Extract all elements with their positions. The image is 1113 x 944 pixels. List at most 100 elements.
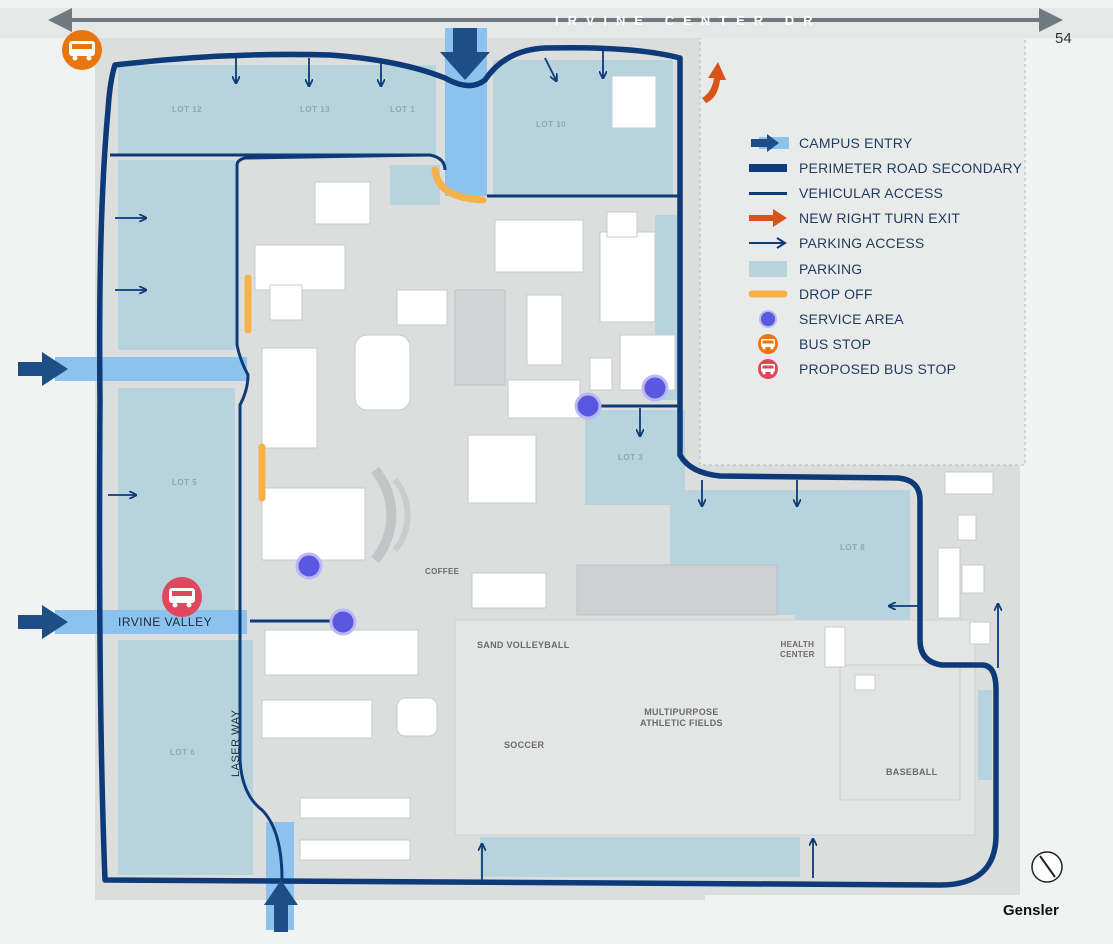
building [606,211,638,238]
building [957,514,977,541]
building [611,75,657,129]
campus-entry-arrow-south [264,880,298,932]
campus-entry-arrows [18,28,490,932]
entry-band-west-upper [55,357,247,381]
lot-label-6: LOT 6 [170,748,196,757]
plaza [454,289,506,386]
lot-label-5: LOT 5 [172,478,198,487]
bus-wheel [72,55,78,61]
vehicular-access-roads [110,153,680,881]
legend-item-perimeter-road: PERIMETER ROAD SECONDARY [745,155,1022,180]
legend-item-parking: PARKING [745,256,1022,281]
brand-logo: Gensler [1003,902,1059,919]
service-area [574,392,602,420]
amphitheater-inner [392,478,411,552]
bus-stop-icon [758,334,778,355]
legend-item-bus-stop: BUS STOP [745,332,1022,357]
service-areas [295,374,669,636]
drop-off-icon [748,290,788,298]
parking-lot-6 [118,640,253,875]
drop-off-zones [244,166,487,502]
area-label-health-center: HEALTH CENTER [780,640,815,659]
legend-label: PERIMETER ROAD SECONDARY [799,159,1023,176]
entry-band-irvine-valley [55,610,247,634]
building [969,621,991,645]
right-turn-exit-icon [749,209,787,228]
perimeter-road [96,44,999,888]
legend-item-drop-off: DROP OFF [745,281,1022,306]
bus-wheel [186,602,192,608]
legend-label: SERVICE AREA [799,310,904,327]
building [854,674,876,691]
bus-window [72,44,92,49]
building [396,697,438,737]
area-label-baseball: BASEBALL [886,767,938,777]
service-area [329,608,357,636]
perimeter-road-icon [749,163,787,172]
street-label-laser-way: LASER WAY [230,709,242,777]
parking-south [480,837,800,877]
tennis-courts [576,564,778,616]
building [494,219,584,273]
irvine-center-dr-road [0,8,1113,38]
area-label-coffee: COFFEE [425,567,460,576]
campus-entry-arrow-irvine-valley [18,605,68,639]
north-arrow-needle [1039,855,1056,878]
neighboring-area [700,35,1025,465]
parking-access-arrow [544,57,556,80]
street-label-irvine-valley: IRVINE VALLEY [118,615,213,629]
amphitheater [371,466,397,564]
campus-entry-arrow-north [440,28,490,80]
building [314,181,371,225]
service-area [295,552,323,580]
legend-label: DROP OFF [799,285,873,302]
parking-access-arrows [108,50,998,883]
legend-item-proposed-bus-stop: PROPOSED BUS STOP [745,357,1022,382]
building [261,699,373,739]
legend: CAMPUS ENTRY PERIMETER ROAD SECONDARY VE… [745,130,1022,382]
parking-areas [118,60,992,877]
legend-label: CAMPUS ENTRY [799,134,913,151]
legend-item-service-area: SERVICE AREA [745,306,1022,331]
building [254,244,346,291]
building [396,289,448,326]
building [824,626,846,668]
building [261,487,366,561]
north-arrow-icon [1031,851,1063,883]
service-area [641,374,669,402]
lot-label-8: LOT 8 [840,543,866,552]
bus-window [172,591,192,596]
building [354,334,411,411]
proposed-bus-stop-icon [758,359,778,380]
bus-stop-icon [62,30,102,70]
building [937,547,961,619]
parking-access-icon [749,237,787,250]
legend-label: BUS STOP [799,336,872,353]
service-area-icon [759,309,777,328]
parking-lot-12-13-1 [118,65,436,155]
lot-label-1: LOT 1 [390,105,416,114]
area-label-soccer: SOCCER [504,740,545,750]
parking-lot-5 [118,388,235,613]
legend-item-vehicular-access: VEHICULAR ACCESS [745,180,1022,205]
right-turn-exit-arrow [702,62,726,103]
road-title: IRVINE CENTER DR [555,13,822,28]
lot-label-12: LOT 12 [172,105,203,114]
building [961,564,985,594]
legend-label: VEHICULAR ACCESS [799,184,944,201]
bus-wheel [172,602,178,608]
building [269,284,303,321]
parking-icon [749,260,787,277]
building [471,572,547,609]
building [589,357,613,391]
lot-label-3: LOT 3 [618,453,644,462]
campus-entry-bands [55,28,487,930]
building [944,471,994,495]
legend-label: PROPOSED BUS STOP [799,361,957,378]
parking-lot-west-upper [118,160,235,350]
building [526,294,563,366]
legend-item-parking-access: PARKING ACCESS [745,231,1022,256]
building [264,629,419,676]
building [261,347,318,449]
